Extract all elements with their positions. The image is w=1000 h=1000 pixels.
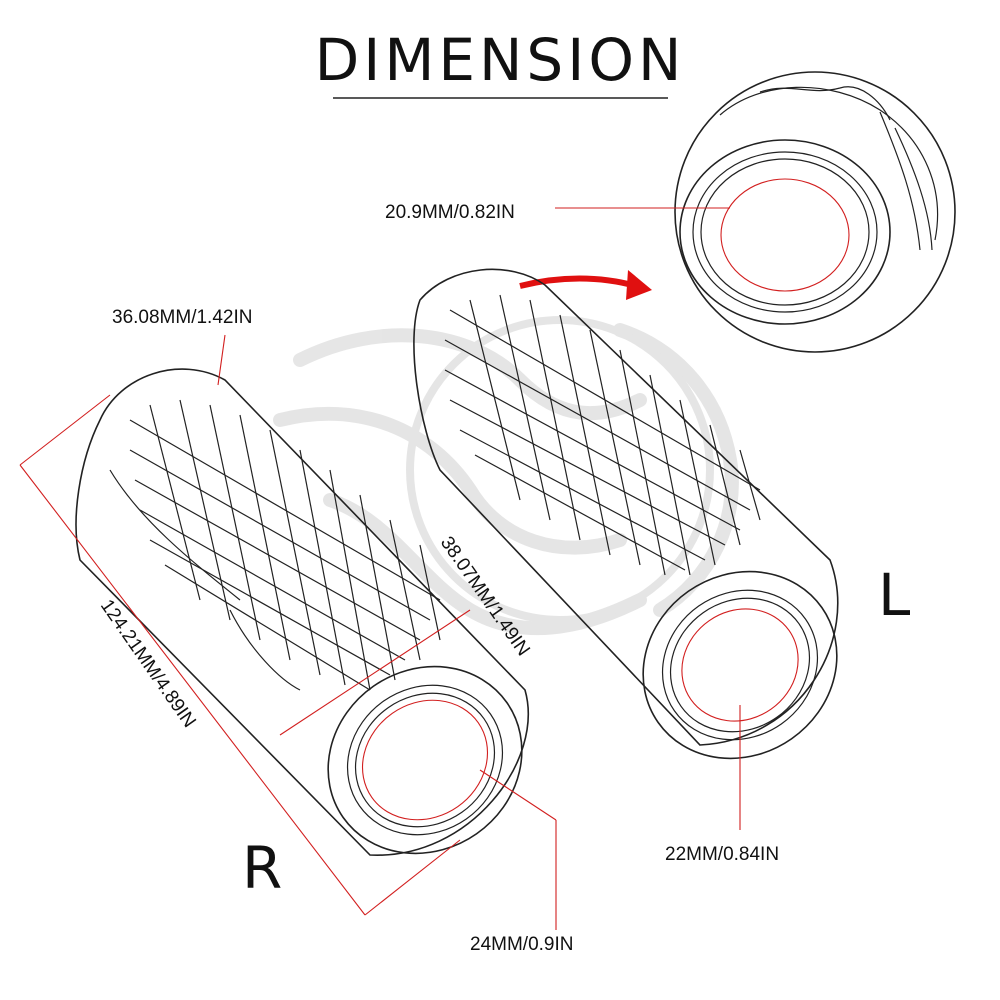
label-length: 124.21MM/4.89IN xyxy=(96,596,200,732)
side-label-right: R xyxy=(242,834,282,902)
bore-right-circle xyxy=(361,699,489,821)
watermark-logo xyxy=(273,316,739,636)
zoom-arrow xyxy=(519,270,652,300)
grip-right xyxy=(75,368,530,856)
grip-left-pattern xyxy=(444,294,761,576)
label-inner-diameter-detail: 20.9MM/0.82IN xyxy=(385,202,515,223)
label-bore-right: 24MM/0.9IN xyxy=(470,934,573,955)
dimension-lines xyxy=(19,207,741,930)
label-bore-left: 22MM/0.84IN xyxy=(665,844,779,865)
detail-bore-circle xyxy=(720,178,850,292)
label-outer-diameter: 36.08MM/1.42IN xyxy=(112,307,252,328)
grip-left xyxy=(413,268,839,760)
detail-zoom-view xyxy=(674,71,956,353)
bore-left-circle xyxy=(681,608,799,722)
page-title: DIMENSION xyxy=(315,26,686,94)
grip-right-pattern xyxy=(109,399,441,691)
side-label-left: L xyxy=(878,561,910,629)
